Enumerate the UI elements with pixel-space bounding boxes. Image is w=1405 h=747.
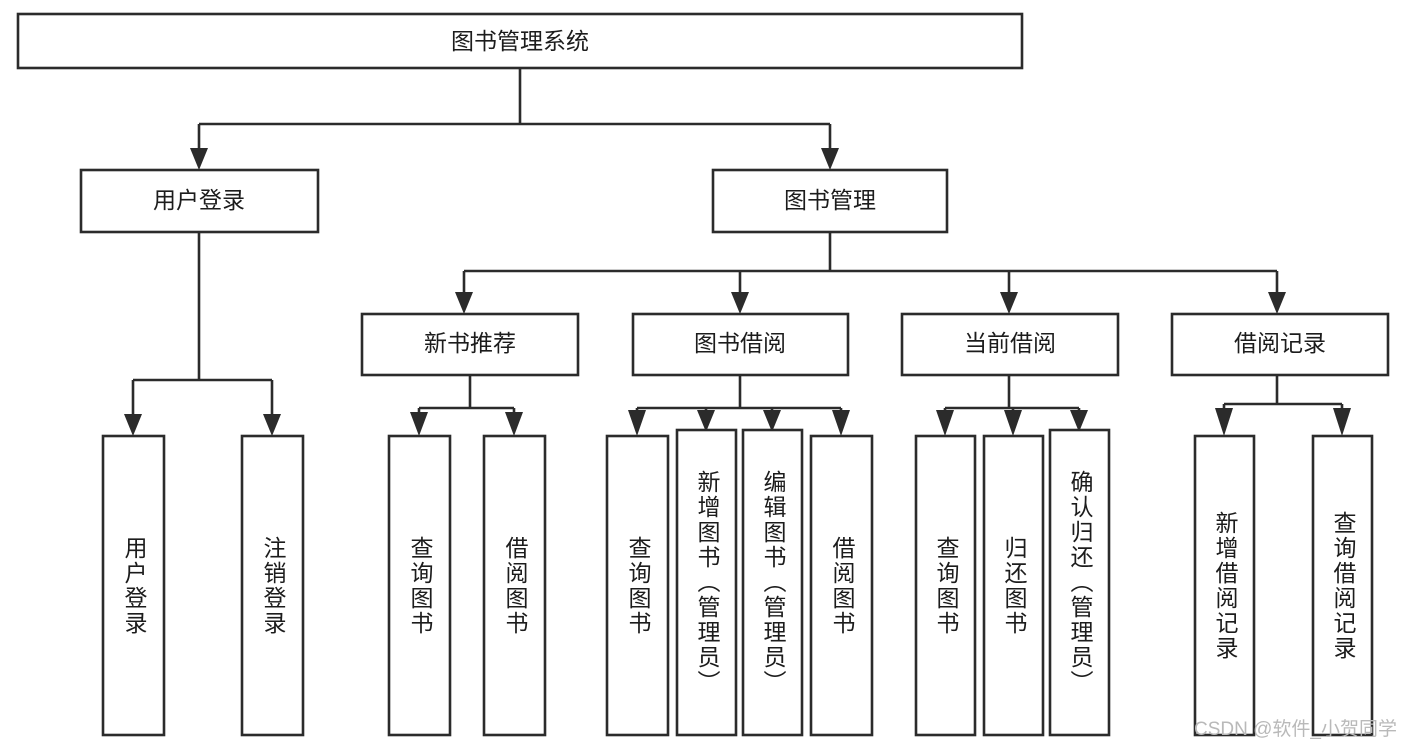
arrow-head-cb-query	[936, 410, 954, 436]
arrow-head-borrow-record	[1268, 292, 1286, 314]
leaf-box-cb-query-book[interactable]	[914, 434, 977, 737]
node-book-borrow-box[interactable]	[631, 312, 850, 377]
node-new-book-recommend-label: 新书推荐	[424, 330, 516, 356]
leaf-box-user-login[interactable]	[101, 434, 166, 737]
leaf-box-br-query-record[interactable]	[1311, 434, 1374, 737]
connector-layer	[124, 68, 1351, 436]
node-book-management-box[interactable]	[711, 168, 949, 234]
leaf-box-br-add-record[interactable]	[1193, 434, 1256, 737]
node-root-box[interactable]	[16, 12, 1024, 70]
arrow-head-leaf-user-login	[124, 414, 142, 436]
arrow-head-newbook-query	[410, 412, 428, 436]
arrow-head-new-book-rec	[455, 292, 473, 314]
arrow-head-bb-borrow	[832, 410, 850, 436]
node-borrow-record-label: 借阅记录	[1234, 330, 1326, 356]
arrow-head-cb-confirm	[1070, 410, 1088, 432]
leaf-box-nb-borrow-book[interactable]	[482, 434, 547, 737]
arrow-head-br-query	[1333, 408, 1351, 436]
arrow-head-current-borrow	[1000, 292, 1018, 314]
leaf-box-bb-borrow-book[interactable]	[809, 434, 874, 737]
node-user-login[interactable]: 用户登录	[79, 168, 320, 234]
leaf-box-logout[interactable]	[240, 434, 305, 737]
node-book-borrow-label: 图书借阅	[694, 330, 786, 356]
arrow-head-bb-add	[697, 410, 715, 432]
arrow-head-book-mgmt	[821, 148, 839, 170]
node-borrow-record-box[interactable]	[1170, 312, 1390, 377]
node-current-borrow[interactable]: 当前借阅	[900, 312, 1120, 377]
leaf-box-cb-confirm[interactable]	[1048, 428, 1111, 737]
arrow-head-br-add	[1215, 408, 1233, 436]
leaf-box-bb-query-book[interactable]	[605, 434, 670, 737]
node-book-management[interactable]: 图书管理	[711, 168, 949, 234]
node-book-management-label: 图书管理	[784, 187, 876, 213]
leaf-box-layer	[101, 428, 1374, 737]
arrow-head-user-login	[190, 148, 208, 170]
node-user-login-label: 用户登录	[153, 187, 245, 213]
node-current-borrow-box[interactable]	[900, 312, 1120, 377]
leaf-box-nb-query-book[interactable]	[387, 434, 452, 737]
arrow-head-bb-edit	[763, 410, 781, 432]
node-new-book-recommend-box[interactable]	[360, 312, 580, 377]
arrow-head-leaf-logout	[263, 414, 281, 436]
node-new-book-recommend[interactable]: 新书推荐	[360, 312, 580, 377]
node-current-borrow-label: 当前借阅	[964, 330, 1056, 356]
leaf-box-cb-return-book[interactable]	[982, 434, 1045, 737]
node-root-label: 图书管理系统	[451, 28, 589, 54]
watermark-text: CSDN @软件_小贺同学	[1194, 719, 1397, 740]
node-root[interactable]: 图书管理系统	[16, 12, 1024, 70]
arrow-head-cb-return	[1004, 410, 1022, 436]
node-borrow-record[interactable]: 借阅记录	[1170, 312, 1390, 377]
arrow-head-newbook-borrow	[505, 412, 523, 436]
arrow-head-bb-query	[628, 410, 646, 436]
leaf-box-bb-add-book[interactable]	[675, 428, 738, 737]
leaf-box-bb-edit-book[interactable]	[741, 428, 804, 737]
arrow-head-book-borrow	[731, 292, 749, 314]
node-book-borrow[interactable]: 图书借阅	[631, 312, 850, 377]
node-user-login-box[interactable]	[79, 168, 320, 234]
